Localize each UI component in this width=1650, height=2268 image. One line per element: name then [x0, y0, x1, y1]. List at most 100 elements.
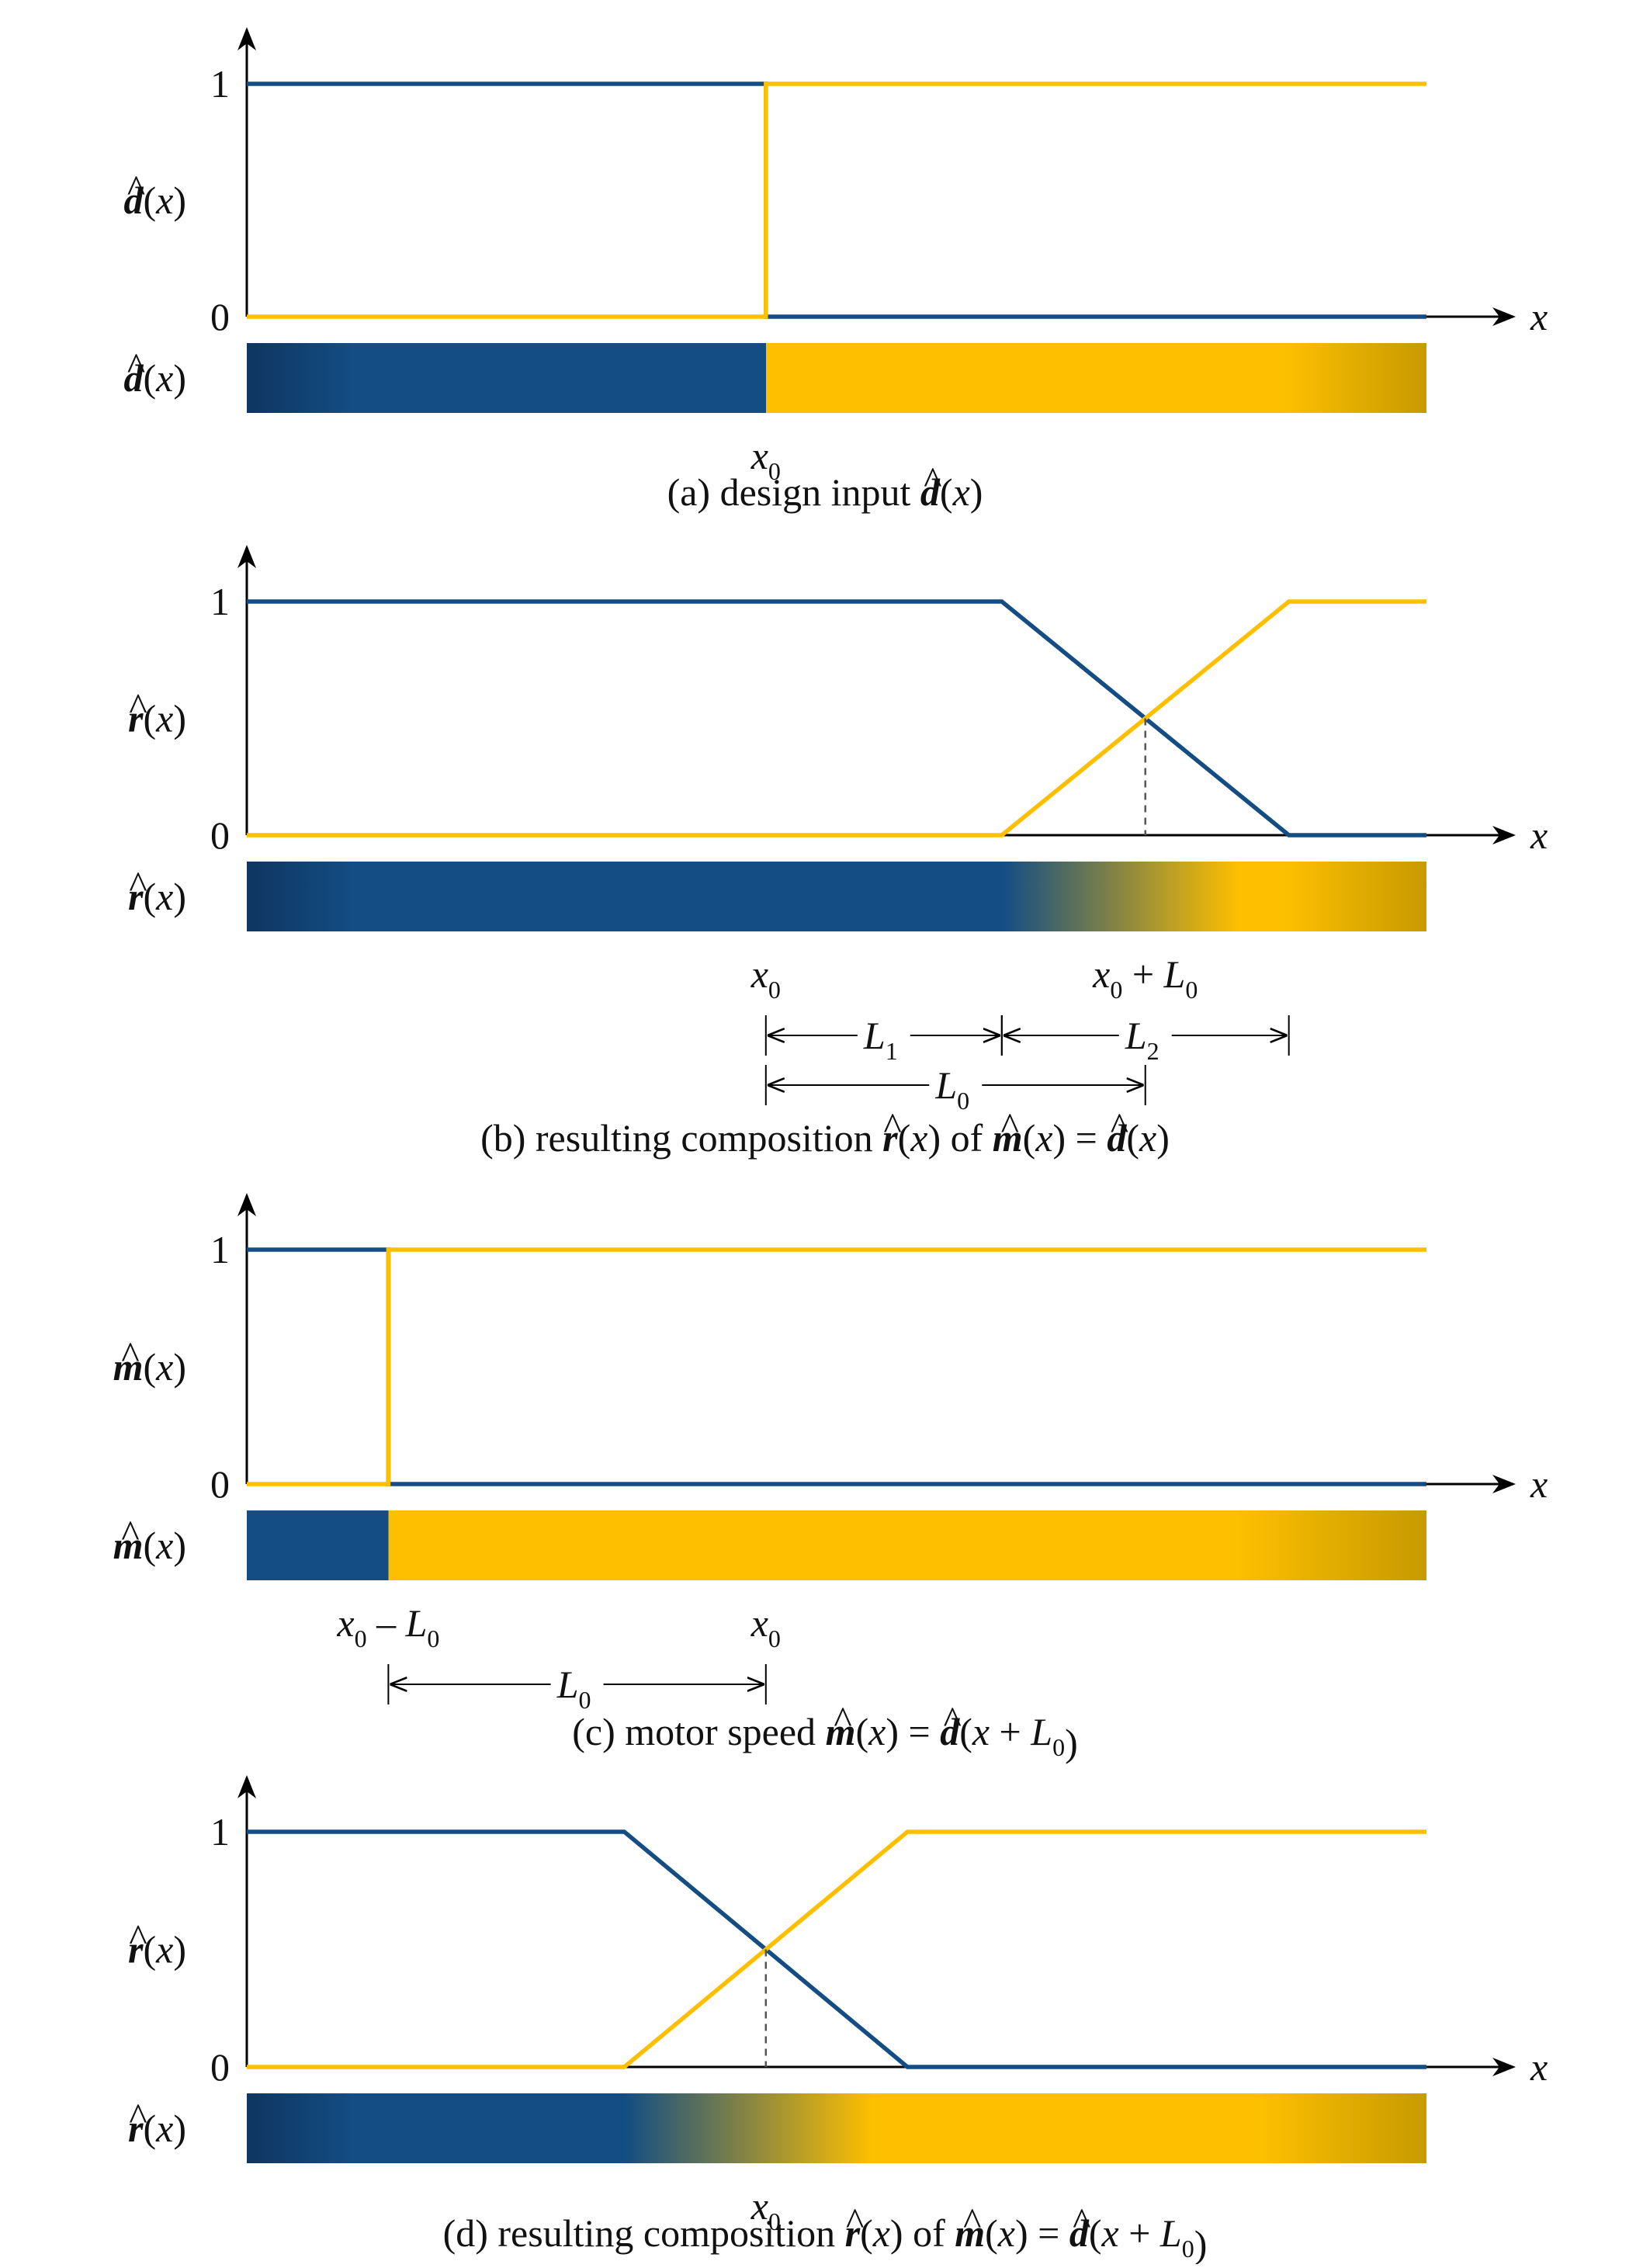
caption-hat-0: ^ — [846, 2200, 864, 2243]
caption-text: (b) resulting composition r(x) of m(x) =… — [480, 1116, 1170, 1160]
color-bar-label-hat: ^ — [129, 863, 147, 907]
svg-text:r(x): r(x) — [128, 697, 186, 740]
x-annotation-1: x0 — [750, 1601, 781, 1652]
dimension-label: L2 — [1125, 1014, 1160, 1065]
color-bar-label-func: r — [128, 2107, 144, 2150]
y-tick-0: 0 — [210, 1462, 230, 1506]
y-axis-label: r(x)^ — [128, 685, 186, 740]
x-annotation-0: x0 – L0 — [336, 1601, 439, 1652]
x-axis-label: x — [1530, 813, 1548, 857]
y-tick-1: 1 — [210, 580, 230, 623]
color-bar-label-func: d — [123, 356, 144, 400]
caption-hat-1: ^ — [1000, 1105, 1018, 1148]
caption-hat-0: ^ — [883, 1105, 901, 1148]
svg-text:r(x): r(x) — [128, 1928, 186, 1971]
y-axis-label-func: r — [128, 697, 144, 740]
dimension-label: L0 — [556, 1663, 591, 1714]
dimension-L0: L0 — [387, 1663, 767, 1714]
caption-hat-2: ^ — [1073, 2200, 1090, 2243]
dimension-L1: L1 — [764, 1014, 1003, 1065]
panel-caption-b: (b) resulting composition r(x) of m(x) =… — [480, 1105, 1170, 1160]
color-bar-label-hat: ^ — [127, 345, 145, 388]
series-group-b — [247, 599, 1426, 837]
y-axis-label-hat: ^ — [121, 1333, 139, 1377]
series-blue-line — [247, 81, 1426, 319]
series-group-d — [247, 1829, 1426, 2069]
y-axis-label: d(x)^ — [123, 167, 186, 222]
x-annotation-0: x0 — [750, 434, 781, 485]
y-axis-label: m(x)^ — [113, 1333, 186, 1389]
y-axis-label-hat: ^ — [129, 1916, 147, 1960]
svg-text:m(x): m(x) — [113, 1524, 186, 1567]
color-bar-label-hat: ^ — [121, 1512, 139, 1555]
y-tick-1: 1 — [210, 62, 230, 106]
y-tick-0: 0 — [210, 813, 230, 857]
series-group-a — [247, 81, 1426, 319]
panel-caption-c: (c) motor speed m(x) = d(x + L0)^ ^ — [572, 1698, 1077, 1764]
x-axis-label: x — [1530, 1462, 1548, 1506]
caption-hat-1: ^ — [963, 2200, 981, 2243]
series-group-c — [247, 1247, 1426, 1486]
x-axis-label: x — [1530, 2045, 1548, 2089]
composition-color-bar — [247, 1510, 1426, 1580]
composition-color-bar — [247, 862, 1426, 931]
dimension-L0: L0 — [764, 1063, 1146, 1115]
y-tick-0: 0 — [210, 295, 230, 338]
color-bar-label: r(x)^ — [128, 863, 186, 918]
caption-text: (a) design input d(x) — [667, 470, 983, 514]
svg-text:m(x): m(x) — [113, 1345, 186, 1389]
axes-c: 0 1 x — [210, 1193, 1548, 1506]
series-blue-line — [247, 599, 1426, 837]
series-yellow-line — [247, 1247, 1426, 1486]
color-bar-label-hat: ^ — [129, 2095, 147, 2138]
x-annotation-0: x0 — [750, 2184, 781, 2235]
x-annotation-1: x0 + L0 — [1092, 952, 1198, 1004]
y-axis-label-hat: ^ — [129, 685, 147, 729]
y-tick-0: 0 — [210, 2045, 230, 2089]
y-axis-label: r(x)^ — [128, 1916, 186, 1971]
caption-hat-0: ^ — [924, 459, 941, 502]
axes-b: 0 1 x — [210, 545, 1548, 857]
caption-text: (c) motor speed m(x) = d(x + L0) — [572, 1710, 1077, 1764]
y-axis-label-func: m — [113, 1345, 144, 1389]
series-blue-line — [247, 1829, 1426, 2069]
dimension-L2: L2 — [1000, 1014, 1290, 1065]
y-axis-label-func: d — [123, 179, 144, 222]
dimension-label: L1 — [863, 1014, 898, 1065]
composition-color-bar — [247, 343, 1426, 413]
svg-text:r(x): r(x) — [128, 2107, 186, 2150]
panel-caption-a: (a) design input d(x)^ — [667, 459, 983, 514]
y-tick-1: 1 — [210, 1228, 230, 1271]
series-yellow-line — [247, 599, 1426, 837]
x-axis-label: x — [1530, 295, 1548, 338]
caption-hat-2: ^ — [1111, 1105, 1128, 1148]
svg-text:d(x): d(x) — [123, 356, 186, 400]
x-annotation-0: x0 — [750, 952, 781, 1004]
svg-text:r(x): r(x) — [128, 875, 186, 918]
color-bar-label: m(x)^ — [113, 1512, 186, 1567]
color-bar-label-func: r — [128, 875, 144, 918]
composition-color-bar — [247, 2093, 1426, 2163]
y-axis-label-hat: ^ — [127, 167, 145, 210]
caption-hat-0: ^ — [834, 1698, 851, 1742]
color-bar-label: r(x)^ — [128, 2095, 186, 2150]
caption-text: (d) resulting composition r(x) of m(x) =… — [443, 2211, 1208, 2264]
series-blue-line — [247, 1247, 1426, 1486]
y-axis-label-func: r — [128, 1928, 144, 1971]
series-yellow-line — [247, 81, 1426, 319]
dimension-label: L0 — [934, 1063, 969, 1115]
series-yellow-line — [247, 1829, 1426, 2069]
color-bar-label: d(x)^ — [123, 345, 186, 400]
caption-hat-1: ^ — [943, 1698, 961, 1742]
axes-a: 0 1 x — [210, 27, 1548, 338]
svg-text:d(x): d(x) — [123, 179, 186, 222]
y-tick-1: 1 — [210, 1810, 230, 1854]
color-bar-label-func: m — [113, 1524, 144, 1567]
panel-caption-d: (d) resulting composition r(x) of m(x) =… — [443, 2200, 1208, 2266]
